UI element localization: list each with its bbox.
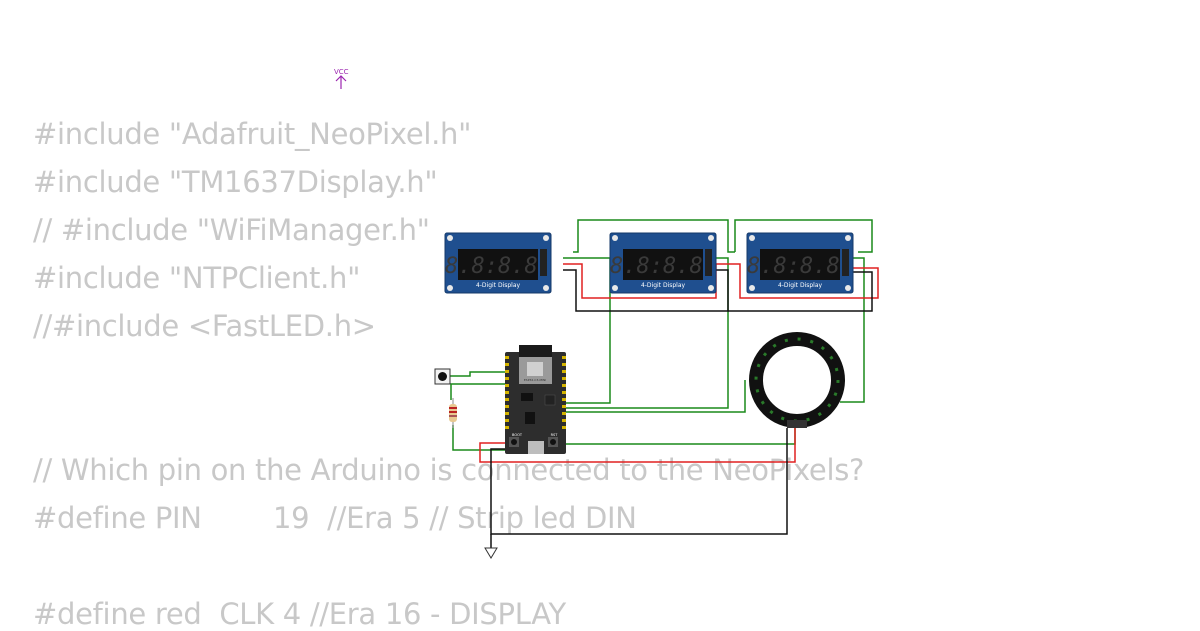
module-label: ESP32-C3-MINI: [524, 378, 546, 382]
code-line: // Which pin on the Arduino is connected…: [33, 453, 865, 487]
seven-segment-display-3[interactable]: 8.8:8.8. 4-Digit Display: [746, 232, 854, 294]
rst-button-label: RST: [551, 433, 559, 437]
neopixel-ring[interactable]: [749, 332, 845, 428]
wire[interactable]: [734, 219, 873, 253]
wire[interactable]: [573, 219, 735, 253]
boot-button-label: BOOT: [512, 433, 523, 437]
display-digits: 8.8:8.8.: [445, 254, 551, 279]
wire[interactable]: [450, 371, 505, 377]
display-caption: 4-Digit Display: [641, 282, 686, 289]
wire[interactable]: [840, 257, 865, 403]
ground-symbol[interactable]: [484, 547, 498, 559]
wires-black: [490, 269, 873, 548]
wire[interactable]: [716, 263, 879, 299]
code-line: #include "Adafruit_NeoPixel.h": [33, 117, 472, 151]
display-digits: 8.8:8.8.: [610, 254, 716, 279]
code-line: // #include "WiFiManager.h": [33, 213, 430, 247]
code-line: #include "NTPClient.h": [33, 261, 361, 295]
code-line: //#include <FastLED.h>: [33, 309, 376, 343]
wire[interactable]: [479, 428, 796, 463]
display-digits: 8.8:8.8.: [747, 254, 853, 279]
seven-segment-display-2[interactable]: 8.8:8.8. 4-Digit Display: [609, 232, 717, 294]
wire[interactable]: [728, 271, 873, 312]
esp32-board[interactable]: ESP32-C3-MINI BOOT RST: [505, 345, 566, 454]
display-caption: 4-Digit Display: [778, 282, 823, 289]
code-line: #include "TM1637Display.h": [33, 165, 438, 199]
wire[interactable]: [563, 269, 729, 312]
vcc-label: VCC: [334, 68, 349, 76]
wire[interactable]: [566, 428, 796, 445]
wire[interactable]: [566, 257, 729, 409]
resistor[interactable]: [449, 398, 457, 428]
code-line: #define PIN 19 //Era 5 // Strip led DIN: [33, 501, 637, 535]
push-button[interactable]: [434, 368, 451, 385]
wire[interactable]: [563, 257, 611, 404]
seven-segment-display-1[interactable]: 8.8:8.8. 4-Digit Display: [444, 232, 552, 294]
display-caption: 4-Digit Display: [476, 282, 521, 289]
wire[interactable]: [450, 383, 505, 400]
vcc-symbol[interactable]: [335, 75, 347, 89]
code-line: #define red CLK 4 //Era 16 - DISPLAY: [33, 597, 566, 631]
wire[interactable]: [452, 425, 505, 451]
wire[interactable]: [566, 380, 746, 413]
